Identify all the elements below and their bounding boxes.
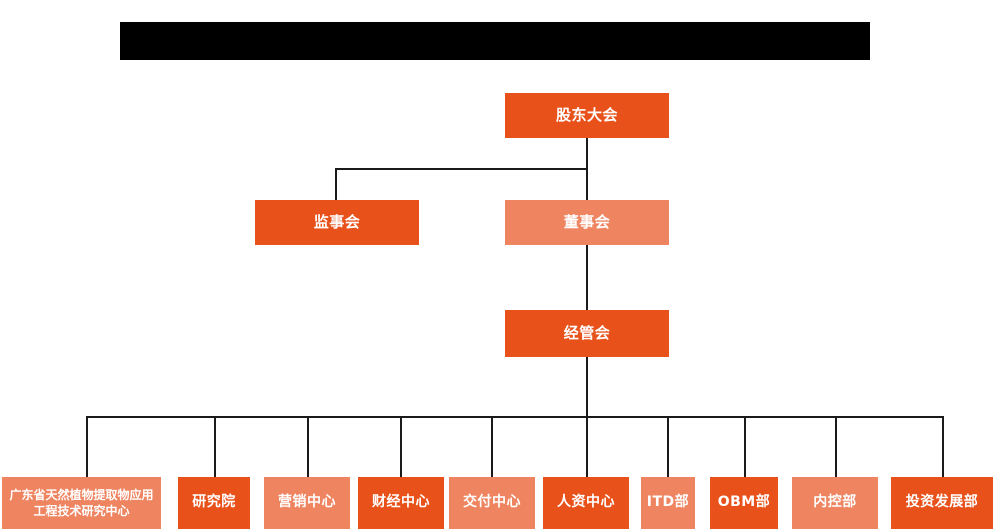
connector-drop-dept-6 xyxy=(586,416,588,477)
connector-drop-dept-4 xyxy=(400,416,402,477)
node-dept-guangdong-research-center[interactable]: 广东省天然植物提取物应用工程技术研究中心 xyxy=(2,477,161,529)
node-dept-marketing-center[interactable]: 营销中心 xyxy=(264,477,350,529)
connector-management-down xyxy=(586,357,588,417)
node-dept-delivery-center[interactable]: 交付中心 xyxy=(449,477,535,529)
node-dept-investment-development[interactable]: 投资发展部 xyxy=(891,477,993,529)
connector-directors-to-management xyxy=(586,245,588,310)
connector-drop-supervisors xyxy=(335,168,337,200)
node-dept-hr-center[interactable]: 人资中心 xyxy=(543,477,629,529)
node-shareholders-meeting[interactable]: 股东大会 xyxy=(505,93,669,138)
redacted-title-bar xyxy=(120,22,870,60)
node-dept-finance-center[interactable]: 财经中心 xyxy=(358,477,444,529)
node-board-of-supervisors[interactable]: 监事会 xyxy=(255,200,419,245)
node-management-committee[interactable]: 经管会 xyxy=(505,310,669,357)
connector-drop-dept-10 xyxy=(942,416,944,477)
connector-drop-directors xyxy=(586,168,588,200)
connector-level1-bus xyxy=(335,168,588,170)
connector-drop-dept-2 xyxy=(214,416,216,477)
connector-shareholders-down xyxy=(586,138,588,169)
connector-drop-dept-8 xyxy=(744,416,746,477)
connector-drop-dept-1 xyxy=(86,416,88,477)
node-dept-research-institute[interactable]: 研究院 xyxy=(178,477,250,529)
connector-drop-dept-5 xyxy=(491,416,493,477)
node-dept-obm[interactable]: OBM部 xyxy=(710,477,778,529)
connector-drop-dept-3 xyxy=(307,416,309,477)
connector-department-bus xyxy=(86,416,944,418)
node-dept-itd[interactable]: ITD部 xyxy=(641,477,695,529)
node-dept-internal-control[interactable]: 内控部 xyxy=(792,477,878,529)
connector-drop-dept-7 xyxy=(667,416,669,477)
node-board-of-directors[interactable]: 董事会 xyxy=(505,200,669,245)
connector-drop-dept-9 xyxy=(835,416,837,477)
